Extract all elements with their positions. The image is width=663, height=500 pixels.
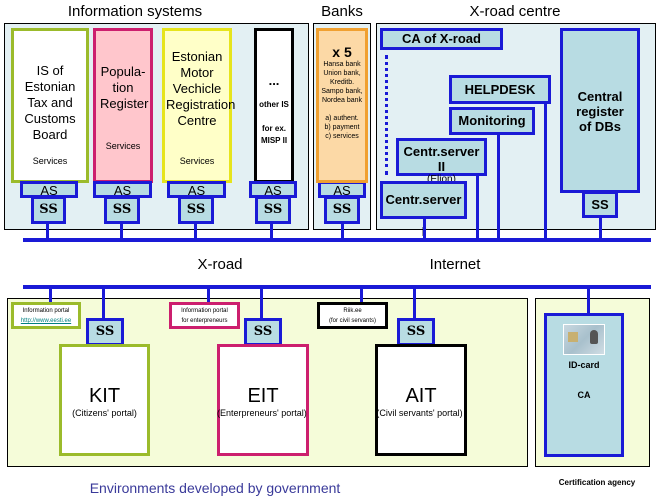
connector	[497, 133, 500, 240]
connector	[260, 288, 263, 320]
central-register-label: Central register of DBs	[576, 89, 624, 134]
bank-name: Kreditb.	[329, 79, 355, 86]
connector	[587, 288, 590, 315]
ss-box: SS	[178, 196, 214, 224]
id-card-icon	[563, 324, 605, 355]
info-portal-sub: (for civil servants)	[328, 318, 376, 324]
is-other-example: for ex. MISP II	[260, 124, 288, 145]
ss-box: SS	[31, 196, 66, 224]
bank-name: Sampo bank,	[321, 88, 363, 95]
info-portal-civil-servants: Riik.ee (for civil servants)	[317, 302, 388, 329]
connector	[544, 102, 547, 240]
bank-name: Union bank,	[323, 70, 361, 77]
bank-name: Hansa bank	[323, 61, 361, 68]
info-portal-label: Information portal	[181, 308, 228, 314]
monitoring-box: Monitoring	[449, 107, 535, 135]
ss-box: SS	[255, 196, 291, 224]
is-services: Services	[179, 156, 215, 166]
portal-name: EIT	[247, 385, 279, 407]
info-portal-sub: for enterpreneurs	[181, 318, 228, 324]
connector	[46, 222, 49, 240]
is-other-label: other IS	[259, 100, 289, 109]
ca-of-xroad: CA of X-road	[380, 28, 503, 50]
ait-portal: AIT (Civil servants' portal)	[375, 344, 467, 456]
portal-sub: (Civil servants' portal)	[376, 408, 463, 418]
connector	[413, 288, 416, 320]
dotted-connector	[385, 55, 388, 175]
connector	[476, 174, 479, 240]
connector	[270, 222, 273, 240]
id-card-label: ID-card	[568, 360, 600, 370]
xroad-label: X-road	[197, 256, 243, 273]
banks-title: Banks	[321, 3, 363, 20]
ss-box: SS	[86, 318, 124, 346]
portal-name: KIT	[88, 385, 121, 407]
portal-sub: (Citizens' portal)	[72, 408, 137, 418]
is-population-register: Popula-tion Register Services	[93, 28, 153, 183]
certification-agency-title: Certification agency	[558, 478, 636, 487]
info-systems-title: Information systems	[67, 3, 203, 20]
connector	[360, 288, 363, 305]
ca-box: ID-card CA	[544, 313, 624, 457]
is-name: IS of Estonian Tax and Customs Board	[24, 63, 76, 142]
central-register: Central register of DBs	[560, 28, 640, 193]
kit-portal: KIT (Citizens' portal)	[59, 344, 150, 456]
xroad-bus-top	[23, 238, 651, 242]
central-server-1: Centr.server I	[380, 181, 467, 239]
connector	[341, 222, 344, 240]
bank-count: x 5	[332, 44, 352, 60]
info-portal-label: Riik.ee	[343, 308, 362, 314]
gov-environments-title: Environments developed by government	[89, 480, 341, 496]
central-server-2-label: Centr.server II	[403, 144, 480, 174]
connector	[49, 288, 52, 305]
internet-bus	[23, 285, 651, 289]
connector	[102, 288, 105, 320]
helpdesk-box: HELPDESK	[449, 75, 551, 104]
ss-box: SS	[324, 196, 360, 224]
is-name: Popula-tion Register	[100, 64, 149, 111]
portal-name: AIT	[405, 385, 437, 407]
is-motor-vehicle-centre: Estonian Motor Vechicle Registration Cen…	[162, 28, 236, 183]
ss-box: SS	[397, 318, 435, 346]
info-portal-citizens: Information portal http://www.eesti.ee	[11, 302, 81, 329]
is-tax-customs-board: IS of Estonian Tax and Customs Board Ser…	[11, 28, 89, 183]
eesti-link[interactable]: http://www.eesti.ee	[20, 318, 72, 324]
info-portal-enterpreneurs: Information portal for enterpreneurs	[169, 302, 240, 329]
is-name: Estonian Motor Vechicle Registration Cen…	[166, 49, 236, 128]
bank-name: Nordea bank	[321, 97, 363, 104]
eit-portal: EIT (Enterpreneurs' portal)	[217, 344, 309, 456]
ca-label: CA	[577, 390, 591, 400]
is-other: ... other IS for ex. MISP II	[254, 28, 294, 183]
portal-sub: (Enterpreneurs' portal)	[217, 408, 307, 418]
bank-service: c) services	[325, 133, 359, 140]
is-services: Services	[32, 156, 68, 166]
is-services: Services	[105, 141, 141, 151]
ss-box: SS	[244, 318, 282, 346]
ss-box: SS	[582, 191, 618, 218]
connector	[207, 288, 210, 305]
connector	[599, 216, 602, 240]
ss-box: SS	[104, 196, 140, 224]
bank-service: b) payment	[324, 124, 360, 131]
central-server-2-sub: (Elion)	[427, 174, 456, 185]
is-ellipsis: ...	[268, 73, 280, 88]
central-server-2: Centr.server II (Elion)	[396, 138, 487, 185]
banks-box: x 5 Hansa bank Union bank, Kreditb. Samp…	[316, 28, 368, 183]
info-portal-label: Information portal	[22, 308, 70, 314]
xroad-centre-title: X-road centre	[469, 3, 561, 20]
connector	[194, 222, 197, 240]
connector	[120, 222, 123, 240]
internet-label: Internet	[429, 256, 481, 273]
connector	[423, 217, 426, 240]
bank-service: a) authent.	[325, 115, 359, 122]
